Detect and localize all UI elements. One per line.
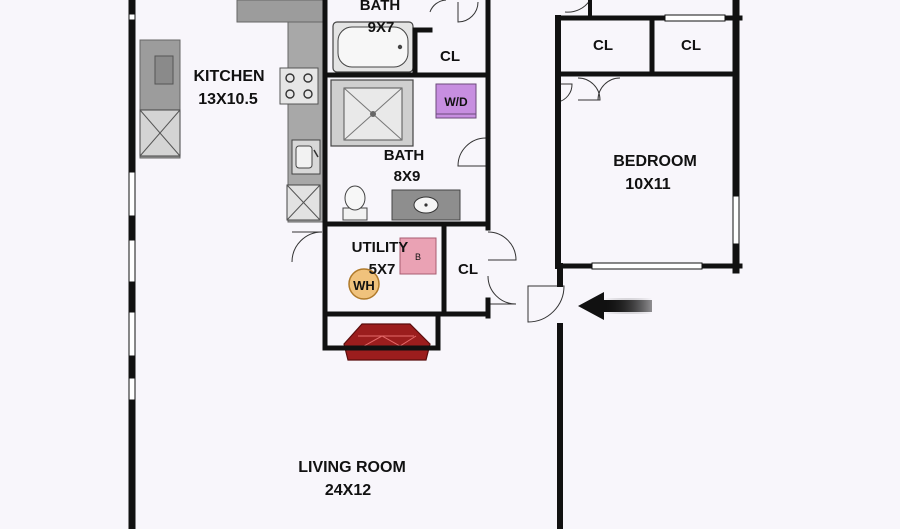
boiler-icon <box>399 237 437 275</box>
bathtub-icon <box>332 21 414 73</box>
boiler-label: B <box>415 252 421 262</box>
windows <box>128 13 740 401</box>
bedroom-name: BEDROOM <box>613 153 697 170</box>
bedroom-size: 10X11 <box>625 176 670 193</box>
bath-top-size: 9X7 <box>368 19 395 36</box>
door-kitchen-utility <box>291 231 323 263</box>
kitchen-sink-icon <box>291 139 321 175</box>
window <box>128 171 136 217</box>
bath-mid-size: 8X9 <box>394 168 421 185</box>
kitchen-cabinet-icon <box>139 109 181 157</box>
door-bath-closet-top <box>429 0 447 13</box>
kitchen-fixtures <box>139 0 328 223</box>
bedroom-closet-left-label: CL <box>593 37 613 54</box>
utility-size: 5X7 <box>369 261 396 278</box>
window <box>664 14 726 22</box>
shower-icon <box>330 79 414 147</box>
door-bedroom-closet <box>577 77 621 101</box>
fireplace-icon <box>343 323 431 361</box>
living-room-name: LIVING ROOM <box>298 459 406 476</box>
window <box>128 239 136 283</box>
range-stove-icon <box>279 67 319 105</box>
utility-name: UTILITY <box>352 239 409 256</box>
vanity-sink-icon <box>391 189 461 221</box>
washer-dryer-label: W/D <box>444 95 468 109</box>
washer-dryer-icon <box>435 83 477 119</box>
water-heater-label: WH <box>353 278 375 293</box>
bath-mid-name: BATH <box>384 147 425 164</box>
door-bath-mid <box>457 137 487 167</box>
window <box>591 262 703 270</box>
bedroom-closet-right-label: CL <box>681 37 701 54</box>
bath-top-name: BATH <box>360 0 401 14</box>
window <box>128 13 136 21</box>
dishwasher-icon <box>286 184 321 221</box>
water-heater-icon <box>348 268 380 300</box>
kitchen-size: 13X10.5 <box>198 91 258 108</box>
utility-closet-label: CL <box>458 261 478 278</box>
bath-closet-label: CL <box>440 48 460 65</box>
window <box>128 311 136 357</box>
refrigerator <box>154 55 174 85</box>
window <box>732 195 740 245</box>
entry-arrow-icon <box>578 292 652 320</box>
living-room-size: 24X12 <box>325 482 371 499</box>
door-bath-top <box>457 1 479 23</box>
door-utility-closet-lower <box>487 275 517 305</box>
toilet-icon <box>342 185 368 221</box>
door-entry <box>527 285 565 323</box>
door-utility-closet <box>487 231 517 261</box>
kitchen-name: KITCHEN <box>193 68 264 85</box>
kitchen-counter-top <box>236 0 328 23</box>
window <box>128 377 136 401</box>
